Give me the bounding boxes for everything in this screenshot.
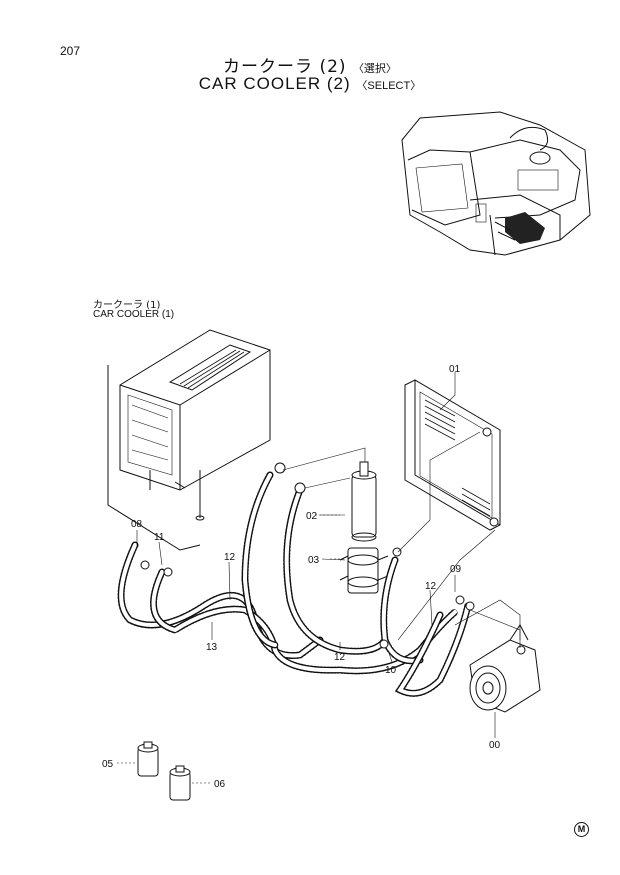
title-jp-text: カークーラ (2) (223, 57, 347, 77)
receiver-dryer (351, 461, 377, 542)
condenser-fins (424, 399, 491, 517)
callout-09: 09 (450, 564, 462, 575)
refrigerant-can-05 (137, 741, 159, 777)
callout-12-lower: 12 (334, 652, 346, 663)
leader-lines (117, 372, 521, 784)
callout-03: 03 (308, 555, 320, 566)
highlighted-compressor-area (494, 212, 545, 244)
callout-08: 08 (131, 519, 143, 530)
callout-06: 06 (214, 779, 226, 790)
page-number: 207 (60, 44, 81, 58)
callout-10: 10 (385, 665, 397, 676)
callout-00: 00 (489, 740, 501, 751)
reference-label-english: CAR COOLER (1) (93, 309, 175, 320)
compressor (454, 599, 541, 713)
callout-05: 05 (102, 759, 114, 770)
callout-02: 02 (306, 511, 318, 522)
callout-12-upper: 12 (224, 552, 236, 563)
dryer-bracket (339, 547, 402, 594)
callout-11: 11 (154, 532, 165, 543)
condenser (404, 379, 501, 531)
hose-fittings (140, 462, 475, 649)
page-title-english: CAR COOLER (2) 〈SELECT〉 (0, 74, 620, 94)
refrigerant-hoses (117, 471, 472, 697)
reference-label-japanese: カークーラ (1) (93, 300, 161, 311)
page-title-japanese: カークーラ (2) 〈選択〉 (0, 52, 620, 77)
callout-01: 01 (449, 364, 461, 375)
callout-13: 13 (206, 642, 218, 653)
refrigerant-can-06 (169, 765, 191, 801)
excavator-location-inset (401, 111, 591, 256)
car-cooler-1-unit (107, 329, 271, 551)
title-jp-suffix: 〈選択〉 (352, 62, 397, 75)
title-en-suffix: 〈SELECT〉 (356, 80, 422, 92)
callout-12-right: 12 (425, 581, 437, 592)
title-en-text: CAR COOLER (2) (198, 74, 351, 93)
manufacturer-mark: M (574, 822, 589, 837)
